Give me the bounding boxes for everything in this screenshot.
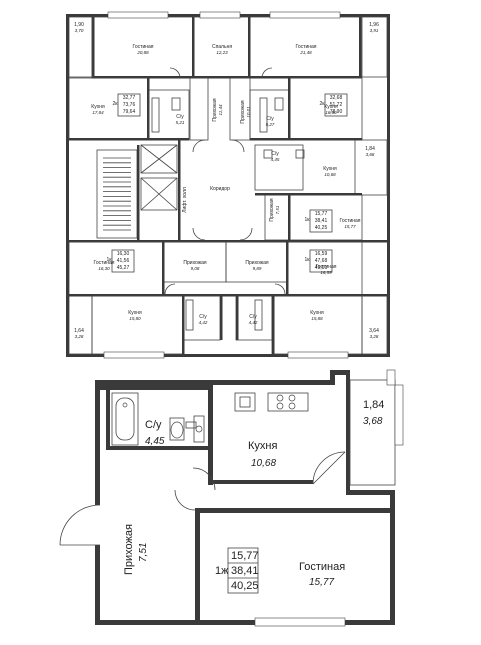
overview-balcony-b: 3,91 [370, 28, 379, 33]
overview-balcony-a: 1,96 [369, 22, 379, 28]
overview-tag-rooms: 2к [113, 101, 119, 107]
overview-room-area: 16,30 [98, 266, 110, 271]
overview-room-name: Спальня [212, 44, 232, 50]
overview-room-area: 4,42 [249, 320, 258, 325]
overview-room-area: 15,80 [129, 316, 141, 321]
overview-room-name: С/у [271, 151, 279, 157]
bathroom-area: 4,45 [145, 436, 165, 447]
overview-room-area: 5,21 [176, 120, 185, 125]
overview-room-name: Прихожая [245, 260, 268, 266]
hallway-area: 7,51 [138, 543, 149, 562]
overview-room-name: Кухня [323, 166, 337, 172]
overview-balcony-b: 3,70 [75, 28, 84, 33]
overview-room-name: Гостиная [133, 44, 154, 50]
overview-balcony-a: 1,90 [74, 22, 84, 28]
overview-balcony-b: 3,68 [366, 152, 375, 157]
living-area: 15,77 [309, 577, 334, 588]
overview-room-area: 12,23 [216, 50, 228, 55]
overview-room-area: 16,59 [320, 270, 332, 275]
overview-tag-s2: 51,72 [330, 102, 343, 108]
corridor-label: Коридор [210, 186, 230, 192]
tag-s1: 15,77 [231, 550, 259, 562]
overview-room-name: Гостиная [340, 218, 361, 224]
overview-room-area: 15,77 [344, 224, 356, 229]
overview-tag-s3: 45,27 [117, 265, 130, 271]
overview-room-name: Гостиная [94, 260, 115, 266]
overview-room-area: 20,88 [136, 50, 149, 55]
overview-room-name: Гостиная [316, 264, 337, 270]
overview-tag-s2: 38,41 [315, 218, 328, 224]
balcony-a: 1,84 [363, 399, 384, 411]
overview-tag-s3: 40,25 [315, 225, 328, 231]
overview-tag-s3: 79,64 [123, 109, 136, 115]
overview-room-area: 7,51 [275, 205, 280, 214]
overview-tag-rooms: 1к [107, 257, 113, 263]
overview-room-name: Кухня [128, 310, 142, 316]
tag-rooms: 1ж [215, 565, 229, 577]
kitchen-name: Кухня [248, 440, 277, 452]
lift-hall-label: Лифт. холл [182, 187, 188, 213]
overview-room-name: Прихожая [183, 260, 206, 266]
overview-room-name: Кухня [91, 104, 105, 110]
kitchen-area: 10,68 [251, 458, 276, 469]
overview-tag-s1: 16,59 [315, 251, 328, 257]
overview-room-name: Прихожая [212, 98, 218, 121]
overview-tag-rooms: 2к [320, 101, 326, 107]
stair-steps [103, 157, 131, 231]
overview-room-area: 9,89 [253, 266, 262, 271]
overview-room-area: 4,45 [271, 157, 280, 162]
tag-s3: 40,25 [231, 580, 259, 592]
overview-room-area: 4,42 [199, 320, 208, 325]
overview-tag-s1: 32,77 [123, 95, 136, 101]
overview-room-area: 10,01 [246, 106, 251, 118]
overview-room-name: Гостиная [296, 44, 317, 50]
overview-tag-rooms: 1к [305, 217, 311, 223]
overview-room-name: Кухня [324, 104, 338, 110]
overview-room-area: 15,88 [311, 316, 323, 321]
bathroom-name: С/у [145, 419, 162, 431]
overview-tag-s3: 49,51 [315, 265, 328, 271]
overview-room-name: С/у [266, 116, 274, 122]
overview-room-area: 5,27 [266, 122, 275, 127]
overview-room-name: С/у [176, 114, 184, 120]
tag-s2: 38,41 [231, 565, 259, 577]
overview-balcony-b: 3,28 [75, 334, 84, 339]
overview-tag-s1: 16,30 [117, 251, 130, 257]
overview-room-area: 9,08 [191, 266, 200, 271]
balcony-b: 3,68 [363, 416, 383, 427]
overview-balcony-a: 3,64 [369, 328, 379, 334]
overview-labels: Гостиная20,88Спальня12,23Гостиная21,48Ку… [74, 22, 379, 339]
overview-room-area: 21,48 [299, 50, 312, 55]
overview-tag-s2: 47,68 [315, 258, 328, 264]
living-name: Гостиная [299, 561, 345, 573]
overview-tag-s1: 32,68 [330, 95, 343, 101]
overview-tag-rooms: 1к [305, 257, 311, 263]
overview-room-name: С/у [199, 314, 207, 320]
overview-balcony-b: 3,28 [370, 334, 379, 339]
overview-balcony-a: 1,64 [74, 328, 84, 334]
overview-room-name: Прихожая [240, 100, 246, 123]
overview-balcony-a: 1,84 [365, 146, 375, 152]
overview-room-area: 11,44 [218, 104, 223, 115]
overview-tag-s2: 41,56 [117, 258, 130, 264]
overview-tag-s2: 73,76 [123, 102, 136, 108]
overview-plan: Гостиная20,88Спальня12,23Гостиная21,48Ку… [66, 11, 390, 359]
overview-room-name: Прихожая [269, 198, 275, 221]
overview-room-name: Кухня [310, 310, 324, 316]
overview-tag-s3: 78,90 [330, 109, 343, 115]
overview-room-area: 17,84 [92, 110, 104, 115]
hallway-name: Прихожая [123, 524, 135, 575]
detail-plan: С/у 4,45 Кухня 10,68 1,84 3,68 Прихожая … [59, 369, 404, 627]
overview-room-name: С/у [249, 314, 257, 320]
overview-room-area: 10,68 [324, 172, 336, 177]
overview-tag-s1: 15,77 [315, 211, 328, 217]
overview-room-area: 16,80 [325, 110, 337, 115]
